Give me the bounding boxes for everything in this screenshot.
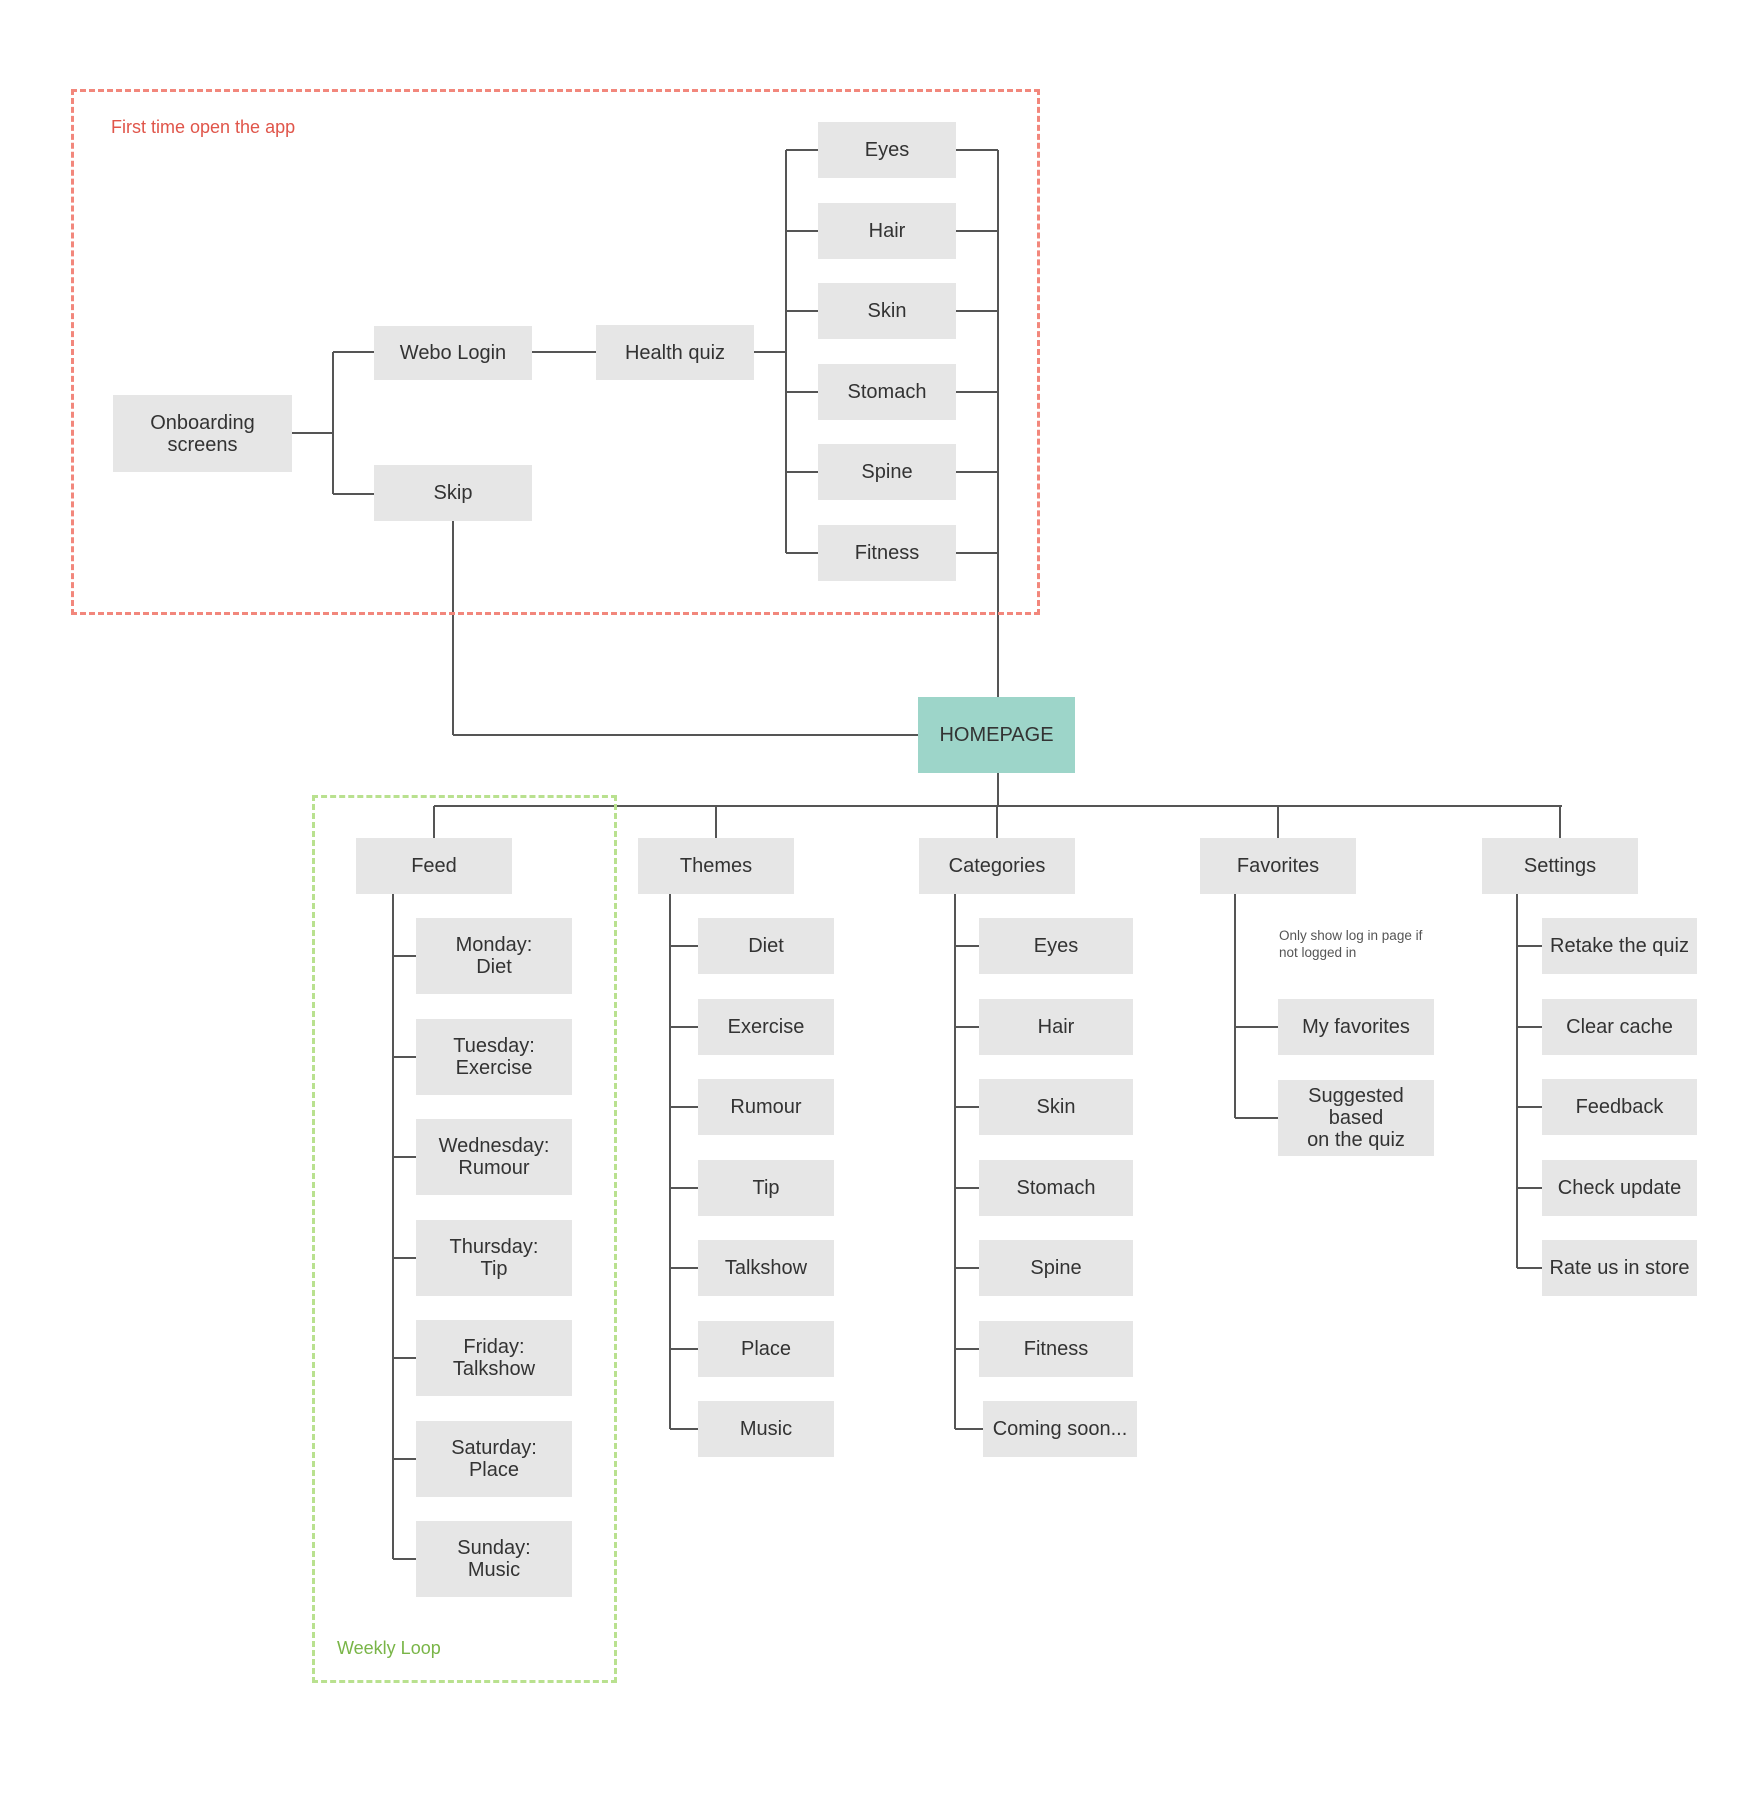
feed-item-6: Sunday: Music	[416, 1521, 572, 1597]
themes-item-1: Exercise	[698, 999, 834, 1055]
homepage-node: HOMEPAGE	[918, 697, 1075, 773]
feed-header-node: Feed	[356, 838, 512, 894]
themes-item-5: Place	[698, 1321, 834, 1377]
webo-login-node: Webo Login	[374, 326, 532, 380]
quiz-item-1: Hair	[818, 203, 956, 259]
quiz-item-0: Eyes	[818, 122, 956, 178]
themes-item-4: Talkshow	[698, 1240, 834, 1296]
themes-item-6: Music	[698, 1401, 834, 1457]
skip-node: Skip	[374, 465, 532, 521]
first-time-group	[71, 89, 1040, 615]
quiz-item-4: Spine	[818, 444, 956, 500]
categories-header-node: Categories	[919, 838, 1075, 894]
feed-item-4: Friday: Talkshow	[416, 1320, 572, 1396]
favorites-header-node: Favorites	[1200, 838, 1356, 894]
themes-header-node: Themes	[638, 838, 794, 894]
feed-item-0: Monday: Diet	[416, 918, 572, 994]
categories-item-5: Fitness	[979, 1321, 1133, 1377]
themes-item-3: Tip	[698, 1160, 834, 1216]
settings-item-4: Rate us in store	[1542, 1240, 1697, 1296]
categories-item-2: Skin	[979, 1079, 1133, 1135]
categories-item-4: Spine	[979, 1240, 1133, 1296]
settings-header-node: Settings	[1482, 838, 1638, 894]
quiz-item-5: Fitness	[818, 525, 956, 581]
first-time-group-label: First time open the app	[111, 117, 296, 137]
themes-item-2: Rumour	[698, 1079, 834, 1135]
weekly-loop-group	[312, 795, 617, 1683]
onboarding-screens-node: Onboarding screens	[113, 395, 292, 472]
categories-item-6: Coming soon...	[983, 1401, 1137, 1457]
themes-item-0: Diet	[698, 918, 834, 974]
feed-item-5: Saturday: Place	[416, 1421, 572, 1497]
feed-item-3: Thursday: Tip	[416, 1220, 572, 1296]
settings-item-3: Check update	[1542, 1160, 1697, 1216]
settings-item-0: Retake the quiz	[1542, 918, 1697, 974]
categories-item-3: Stomach	[979, 1160, 1133, 1216]
settings-item-1: Clear cache	[1542, 999, 1697, 1055]
quiz-item-3: Stomach	[818, 364, 956, 420]
health-quiz-node: Health quiz	[596, 325, 754, 380]
feed-item-1: Tuesday: Exercise	[416, 1019, 572, 1095]
quiz-item-2: Skin	[818, 283, 956, 339]
feed-item-2: Wednesday: Rumour	[416, 1119, 572, 1195]
favorites-item-1: Suggested based on the quiz	[1278, 1080, 1434, 1156]
settings-item-2: Feedback	[1542, 1079, 1697, 1135]
favorites-login-note: Only show log in page if not logged in	[1279, 928, 1423, 960]
weekly-loop-group-label: Weekly Loop	[337, 1638, 441, 1658]
categories-item-0: Eyes	[979, 918, 1133, 974]
favorites-item-0: My favorites	[1278, 999, 1434, 1055]
categories-item-1: Hair	[979, 999, 1133, 1055]
